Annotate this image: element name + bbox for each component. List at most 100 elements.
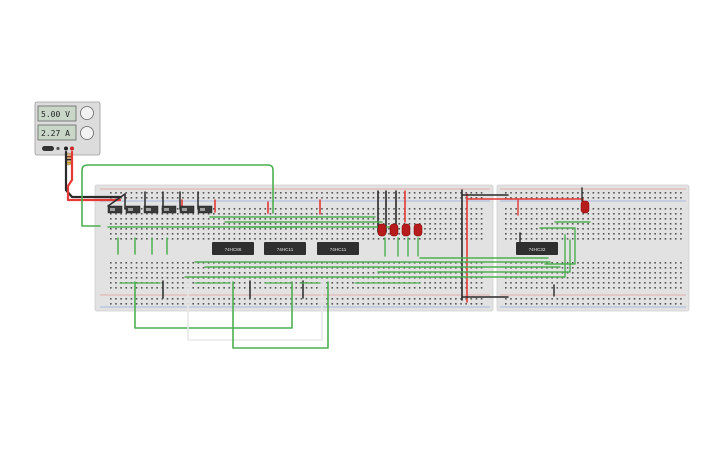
- breadboard-hole: [419, 238, 421, 240]
- breadboard-hole: [357, 267, 359, 269]
- wire-green[interactable]: [184, 234, 566, 278]
- breadboard-hole: [346, 208, 349, 210]
- chip-74hc11[interactable]: 74HC11: [264, 242, 306, 255]
- breadboard-hole: [192, 267, 194, 269]
- breadboard-hole: [249, 272, 251, 274]
- breadboard-hole: [680, 223, 682, 225]
- negative-terminal[interactable]: [64, 146, 68, 151]
- breadboard-hole: [285, 213, 287, 215]
- led-red[interactable]: [580, 200, 590, 214]
- breadboard-hole: [449, 238, 452, 240]
- wire-green[interactable]: [377, 239, 571, 273]
- breadboard-hole: [295, 213, 297, 215]
- wire-black[interactable]: [124, 191, 199, 210]
- breadboard-hole: [135, 262, 138, 264]
- breadboard-hole: [182, 287, 184, 289]
- wire-black[interactable]: [107, 193, 126, 207]
- breadboard-hole: [135, 267, 138, 269]
- positive-terminal[interactable]: [70, 146, 74, 151]
- wire-red[interactable]: [66, 150, 122, 202]
- breadboard-hole: [341, 208, 344, 210]
- breadboard-hole: [290, 303, 292, 305]
- breadboard-hole: [530, 192, 533, 194]
- breadboard-hole: [249, 228, 251, 230]
- led-row[interactable]: [377, 223, 423, 237]
- breadboard-hole: [449, 267, 452, 269]
- breadboard-hole: [587, 287, 589, 289]
- breadboard-hole: [587, 277, 589, 279]
- breadboard-hole: [587, 282, 589, 284]
- resistor[interactable]: [65, 152, 72, 166]
- breadboard-hole: [367, 238, 370, 240]
- power-supply[interactable]: 5.00 V 2.27 A: [34, 101, 101, 156]
- slide-switch-knob[interactable]: [146, 208, 151, 211]
- breadboard-hole: [336, 233, 339, 235]
- wire-white[interactable]: [187, 281, 323, 341]
- breadboard-hole: [455, 213, 457, 215]
- breadboard-hole: [510, 218, 512, 220]
- toggle-switch-icon[interactable]: [42, 146, 54, 151]
- breadboard-hole: [408, 287, 411, 289]
- breadboard-hole: [439, 277, 442, 279]
- breadboard-hole: [274, 238, 277, 240]
- breadboard-hole: [202, 238, 205, 240]
- breadboard-hole: [434, 238, 437, 240]
- breadboard-hole: [408, 192, 411, 194]
- chip-74hc86[interactable]: 74HC86: [212, 242, 254, 255]
- breadboard-hole: [602, 277, 605, 279]
- breadboard-hole: [115, 287, 117, 289]
- breadboard-hole: [597, 282, 600, 284]
- breadboard-right[interactable]: [496, 184, 690, 312]
- chip-74hc11[interactable]: 74HC11: [317, 242, 359, 255]
- breadboard-hole: [455, 197, 457, 199]
- breadboard-hole: [398, 228, 400, 230]
- wire-green[interactable]: [539, 227, 576, 265]
- slide-switch-knob[interactable]: [110, 208, 115, 211]
- slide-switch-knob[interactable]: [164, 208, 169, 211]
- breadboard-hole: [525, 298, 528, 300]
- breadboard-hole: [223, 197, 225, 199]
- breadboard-hole: [326, 218, 328, 220]
- breadboard-hole: [161, 267, 164, 269]
- wire-green[interactable]: [81, 196, 101, 227]
- breadboard-hole: [602, 213, 605, 215]
- knob-icon[interactable]: [80, 126, 94, 140]
- wire-green[interactable]: [117, 237, 168, 255]
- breadboard-hole: [279, 208, 282, 210]
- breadboard-hole: [249, 223, 251, 225]
- breadboard-hole: [470, 277, 473, 279]
- chip-74hc32[interactable]: 74HC32: [516, 242, 558, 255]
- wire-green[interactable]: [134, 281, 293, 329]
- breadboard-hole: [357, 228, 359, 230]
- breadboard-hole: [176, 228, 179, 230]
- breadboard-hole: [192, 228, 194, 230]
- slide-switch-knob[interactable]: [182, 208, 187, 211]
- breadboard-hole: [434, 267, 437, 269]
- wire-black[interactable]: [162, 280, 304, 299]
- wire-green[interactable]: [81, 164, 274, 214]
- led-red[interactable]: [377, 223, 387, 237]
- knob-icon[interactable]: [80, 106, 94, 120]
- wire-green[interactable]: [384, 237, 419, 257]
- slide-switch-knob[interactable]: [200, 208, 205, 211]
- breadboard-hole: [279, 218, 282, 220]
- breadboard-hole: [254, 197, 256, 199]
- breadboard-hole: [654, 208, 656, 210]
- breadboard-hole: [352, 223, 354, 225]
- breadboard-hole: [135, 223, 138, 225]
- breadboard-hole: [151, 218, 153, 220]
- slide-switch-row[interactable]: [107, 205, 213, 214]
- led-red[interactable]: [413, 223, 423, 237]
- wire-green[interactable]: [232, 281, 329, 349]
- wire-black[interactable]: [377, 190, 397, 233]
- wires[interactable]: [64, 150, 591, 349]
- breadboard-hole: [218, 192, 220, 194]
- breadboard-hole: [362, 213, 364, 215]
- slide-switch-knob[interactable]: [128, 208, 133, 211]
- indicator-light: [56, 146, 60, 151]
- breadboard-hole: [674, 272, 677, 274]
- led-red[interactable]: [401, 223, 411, 237]
- led-red[interactable]: [389, 223, 399, 237]
- breadboard-hole: [434, 298, 437, 300]
